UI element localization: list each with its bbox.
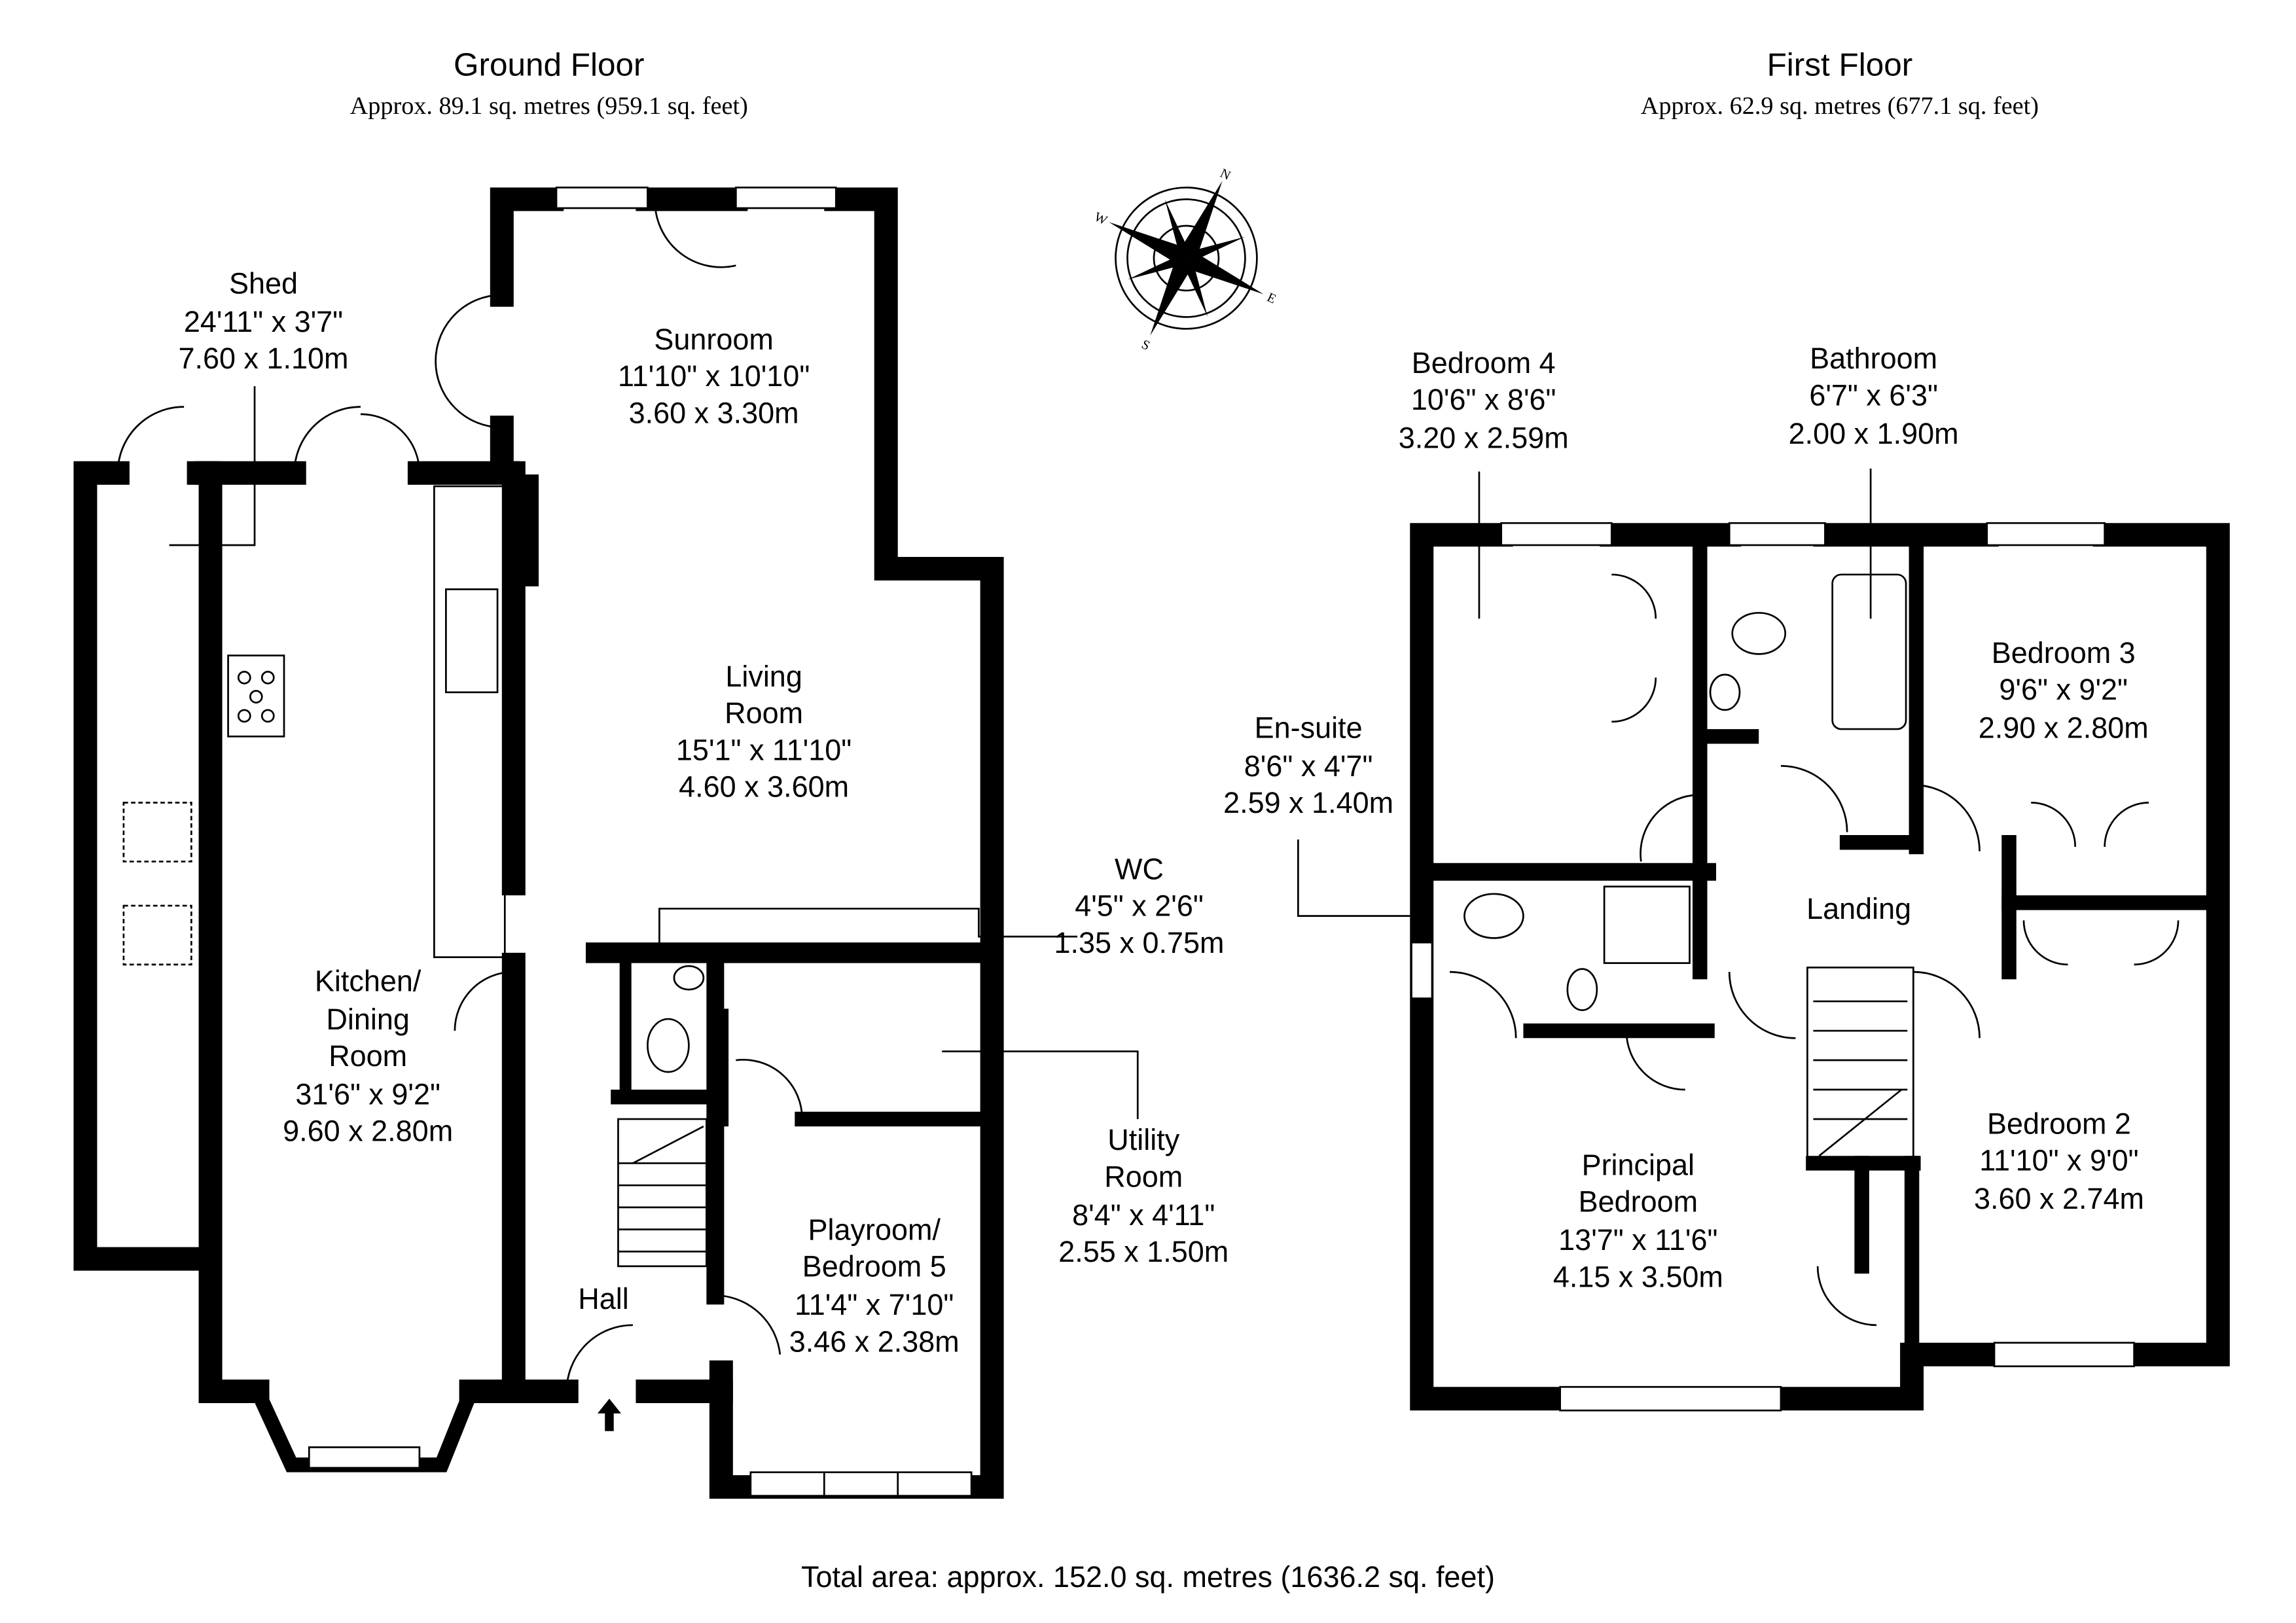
room-living-room: Living Room 15'1" x 11'10" 4.60 x 3.60m <box>676 660 852 804</box>
compass-s: S <box>1139 337 1152 353</box>
room-name: Bedroom <box>1579 1185 1698 1219</box>
room-dims-metric: 2.59 x 1.40m <box>1223 786 1393 819</box>
room-dims-metric: 4.60 x 3.60m <box>679 770 849 804</box>
room-dims-metric: 3.46 x 2.38m <box>789 1325 960 1358</box>
compass-w: W <box>1092 209 1109 228</box>
room-dims-imperial: 9'6" x 9'2" <box>1999 673 2128 706</box>
room-hall: Hall <box>578 1282 628 1315</box>
leader-lines <box>169 386 1872 1119</box>
room-bedroom-4: Bedroom 4 10'6" x 8'6" 3.20 x 2.59m <box>1399 346 1569 455</box>
room-dims-metric: 4.15 x 3.50m <box>1553 1260 1723 1293</box>
total-area: Total area: approx. 152.0 sq. metres (16… <box>801 1560 1495 1594</box>
room-sunroom: Sunroom 11'10" x 10'10" 3.60 x 3.30m <box>618 323 810 429</box>
room-bedroom-3: Bedroom 3 9'6" x 9'2" 2.90 x 2.80m <box>1979 636 2149 745</box>
room-dims-imperial: 11'4" x 7'10" <box>795 1288 954 1321</box>
first-floor-walls <box>1410 522 2230 1412</box>
compass-rose-icon: N E S W <box>1092 166 1278 353</box>
room-name: Living <box>725 660 802 693</box>
room-dims-metric: 7.60 x 1.10m <box>179 342 349 375</box>
room-name: Bedroom 4 <box>1412 346 1556 380</box>
room-utility: Utility Room 8'4" x 4'11" 2.55 x 1.50m <box>1058 1123 1229 1268</box>
room-name: Bedroom 2 <box>1987 1107 2131 1140</box>
room-name: WC <box>1115 852 1164 885</box>
room-en-suite: En-suite 8'6" x 4'7" 2.59 x 1.40m <box>1223 711 1393 820</box>
room-dims-metric: 2.55 x 1.50m <box>1058 1235 1229 1268</box>
room-shed: Shed 24'11" x 3'7" 7.60 x 1.10m <box>179 266 349 375</box>
room-dims-imperial: 15'1" x 11'10" <box>676 733 852 766</box>
room-dims-imperial: 8'4" x 4'11" <box>1072 1198 1215 1232</box>
room-dims-imperial: 10'6" x 8'6" <box>1411 383 1556 416</box>
room-name: Utility <box>1107 1123 1179 1156</box>
room-name: Kitchen/ <box>315 964 422 997</box>
room-dims-imperial: 8'6" x 4'7" <box>1244 749 1373 783</box>
room-principal-bedroom: Principal Bedroom 13'7" x 11'6" 4.15 x 3… <box>1553 1148 1723 1293</box>
room-dims-metric: 1.35 x 0.75m <box>1054 926 1225 959</box>
room-name: Room <box>1104 1160 1183 1193</box>
room-dims-imperial: 11'10" x 9'0" <box>1979 1144 2138 1177</box>
room-dims-metric: 3.20 x 2.59m <box>1399 421 1569 455</box>
ground-floor-walls <box>73 187 1004 1499</box>
room-dims-imperial: 13'7" x 11'6" <box>1558 1223 1717 1257</box>
room-name: Sunroom <box>654 323 773 356</box>
first-floor-area: Approx. 62.9 sq. metres (677.1 sq. feet) <box>1641 92 2039 120</box>
room-name: Playroom/ <box>808 1213 941 1246</box>
room-name: Bedroom 3 <box>1992 636 2136 669</box>
room-wc: WC 4'5" x 2'6" 1.35 x 0.75m <box>1054 852 1225 959</box>
room-dims-imperial: 11'10" x 10'10" <box>618 359 810 393</box>
room-landing: Landing <box>1806 892 1911 925</box>
room-kitchen-dining: Kitchen/ Dining Room 31'6" x 9'2" 9.60 x… <box>283 964 453 1147</box>
room-dims-metric: 3.60 x 2.74m <box>1974 1182 2144 1215</box>
room-dims-imperial: 6'7" x 6'3" <box>1809 378 1938 412</box>
room-bathroom: Bathroom 6'7" x 6'3" 2.00 x 1.90m <box>1789 342 1959 450</box>
room-name: Dining <box>326 1003 410 1036</box>
ground-floor-title: Ground Floor <box>454 47 644 83</box>
compass-e: E <box>1265 290 1278 306</box>
room-name: Principal <box>1582 1148 1695 1181</box>
room-dims-imperial: 4'5" x 2'6" <box>1075 889 1204 923</box>
room-dims-metric: 2.90 x 2.80m <box>1979 711 2149 745</box>
room-name: Shed <box>229 266 298 300</box>
room-bedroom-2: Bedroom 2 11'10" x 9'0" 3.60 x 2.74m <box>1974 1107 2144 1215</box>
room-dims-metric: 9.60 x 2.80m <box>283 1115 453 1148</box>
room-name: Room <box>329 1039 407 1073</box>
room-playroom: Playroom/ Bedroom 5 11'4" x 7'10" 3.46 x… <box>789 1213 960 1358</box>
room-name: Bathroom <box>1810 342 1937 375</box>
room-name: Room <box>725 696 803 730</box>
room-dims-imperial: 24'11" x 3'7" <box>184 305 343 338</box>
ground-floor-area: Approx. 89.1 sq. metres (959.1 sq. feet) <box>350 92 748 120</box>
room-name: En-suite <box>1255 711 1363 745</box>
room-dims-metric: 2.00 x 1.90m <box>1789 417 1959 450</box>
room-dims-metric: 3.60 x 3.30m <box>629 396 799 429</box>
room-name: Bedroom 5 <box>802 1250 946 1283</box>
first-floor-title: First Floor <box>1767 47 1913 83</box>
compass-n: N <box>1218 166 1233 183</box>
room-dims-imperial: 31'6" x 9'2" <box>295 1077 440 1111</box>
